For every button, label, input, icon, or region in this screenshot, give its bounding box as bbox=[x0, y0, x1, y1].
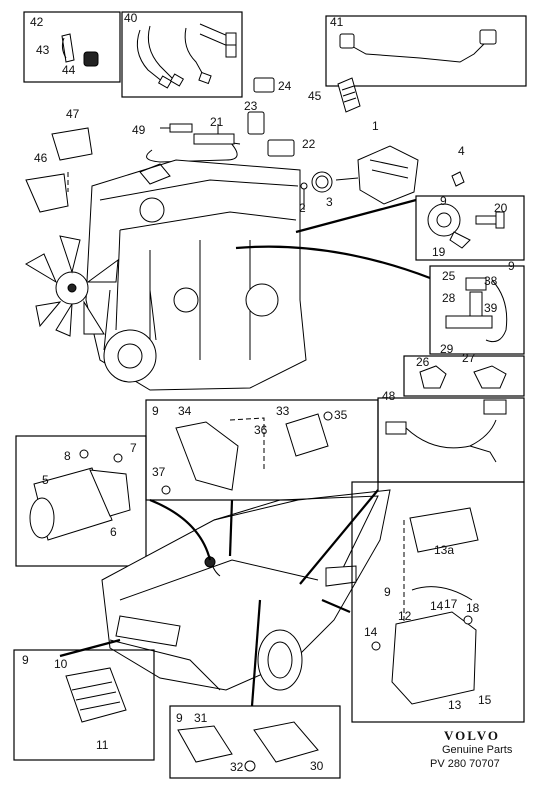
callout-39: 39 bbox=[484, 301, 498, 315]
callout-9f: 9 bbox=[176, 711, 183, 725]
callout-4: 4 bbox=[458, 144, 465, 158]
callout-7: 7 bbox=[130, 441, 137, 455]
callout-14a: 14 bbox=[430, 599, 444, 613]
callout-23: 23 bbox=[244, 99, 258, 113]
callout-21: 21 bbox=[210, 115, 224, 129]
panel-sensor-lead bbox=[325, 15, 527, 87]
panel-bracket-set bbox=[23, 11, 121, 83]
callout-37: 37 bbox=[152, 465, 166, 479]
callout-35: 35 bbox=[334, 408, 348, 422]
callout-13: 13 bbox=[448, 698, 462, 712]
callout-9e: 9 bbox=[22, 653, 29, 667]
callout-34: 34 bbox=[178, 404, 192, 418]
panel-knock-sensor bbox=[415, 195, 525, 261]
callout-19: 19 bbox=[432, 245, 446, 259]
engine-block bbox=[85, 159, 307, 391]
callout-27: 27 bbox=[462, 351, 476, 365]
panel-starter-relay bbox=[15, 435, 147, 567]
callout-42: 42 bbox=[30, 15, 44, 29]
callout-9c: 9 bbox=[152, 404, 159, 418]
callout-2: 2 bbox=[299, 201, 306, 215]
callout-10: 10 bbox=[54, 657, 68, 671]
callout-38: 38 bbox=[484, 274, 498, 288]
top-small-parts bbox=[25, 77, 361, 213]
callout-31: 31 bbox=[194, 711, 208, 725]
callout-17: 17 bbox=[444, 597, 458, 611]
callout-45: 45 bbox=[308, 89, 322, 103]
callout-14b: 14 bbox=[364, 625, 378, 639]
panel-control-unit bbox=[13, 649, 155, 761]
callout-labels: 1 2 3 4 5 6 7 8 9 9 9 9 9 9 10 11 12 13 … bbox=[22, 11, 515, 774]
callout-8: 8 bbox=[64, 449, 71, 463]
volvo-logo: VOLVO bbox=[444, 728, 500, 743]
callout-25: 25 bbox=[442, 269, 456, 283]
callout-44: 44 bbox=[62, 63, 76, 77]
callout-46: 46 bbox=[34, 151, 48, 165]
panel-ignition-module bbox=[351, 481, 525, 723]
callout-1: 1 bbox=[372, 119, 379, 133]
callout-3: 3 bbox=[326, 195, 333, 209]
callout-43: 43 bbox=[36, 43, 50, 57]
volvo-branding: VOLVO Genuine Parts PV 280 70707 bbox=[430, 728, 513, 770]
callout-24: 24 bbox=[278, 79, 292, 93]
callout-15: 15 bbox=[478, 693, 492, 707]
genuine-parts-label: Genuine Parts bbox=[442, 744, 513, 756]
callout-6: 6 bbox=[110, 525, 117, 539]
callout-11: 11 bbox=[96, 738, 109, 752]
part-catalog-number: PV 280 70707 bbox=[430, 758, 500, 770]
callout-9b: 9 bbox=[508, 259, 515, 273]
callout-22: 22 bbox=[302, 137, 316, 151]
panel-harness bbox=[377, 397, 525, 483]
callout-40: 40 bbox=[124, 11, 138, 25]
callout-20: 20 bbox=[494, 201, 508, 215]
callout-41: 41 bbox=[330, 15, 344, 29]
callout-5: 5 bbox=[42, 473, 49, 487]
leader-lines bbox=[59, 198, 431, 707]
car-body bbox=[101, 489, 391, 691]
callout-30: 30 bbox=[310, 759, 324, 773]
callout-33: 33 bbox=[276, 404, 290, 418]
callout-18: 18 bbox=[466, 601, 480, 615]
panel-ignition-coil bbox=[145, 399, 379, 501]
callout-9a: 9 bbox=[440, 194, 447, 208]
callout-48: 48 bbox=[382, 389, 396, 403]
callout-28: 28 bbox=[442, 291, 456, 305]
distributor-assembly bbox=[300, 145, 465, 210]
callout-26: 26 bbox=[416, 355, 430, 369]
callout-32: 32 bbox=[230, 760, 244, 774]
panel-amplifier bbox=[169, 705, 341, 779]
callout-49: 49 bbox=[132, 123, 146, 137]
callout-36: 36 bbox=[254, 423, 268, 437]
callout-12: 12 bbox=[398, 609, 412, 623]
callout-29: 29 bbox=[440, 342, 454, 356]
callout-9d: 9 bbox=[384, 585, 391, 599]
panel-clips bbox=[403, 355, 525, 397]
cooling-fan bbox=[25, 235, 119, 337]
panel-ignition-leads bbox=[121, 11, 243, 98]
panel-sensor-bracket bbox=[429, 265, 525, 355]
callout-47: 47 bbox=[66, 107, 80, 121]
callout-13a: 13a bbox=[434, 543, 454, 557]
